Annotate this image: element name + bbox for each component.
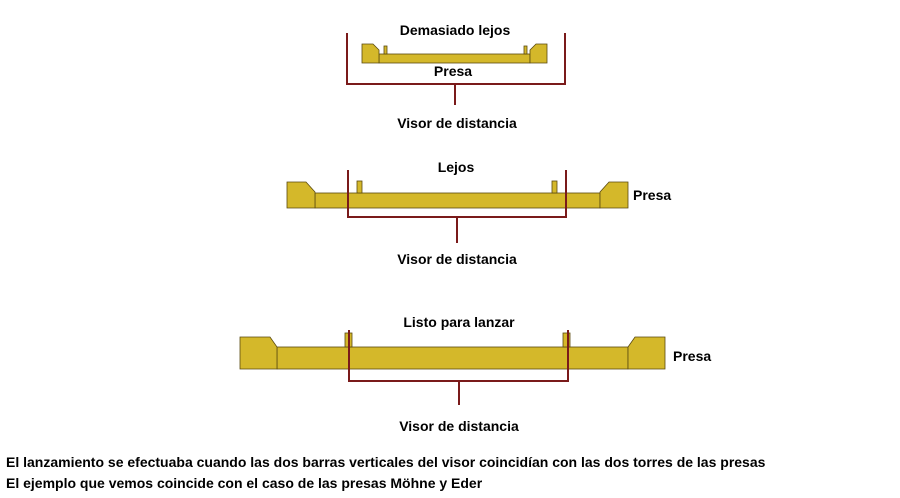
dam-label: Presa [633,187,671,203]
dam-shape [286,180,629,209]
range-sight [346,33,566,105]
range-sight [348,330,569,405]
panel-title: Listo para lanzar [403,314,515,330]
sight-label: Visor de distancia [397,115,517,131]
caption-line-2: El ejemplo que vemos coincide con el cas… [6,475,483,491]
dam-label: Presa [673,348,711,364]
panel-title: Lejos [438,159,475,175]
panel-title: Demasiado lejos [400,22,511,38]
sight-label: Visor de distancia [397,251,517,267]
panel-far: Lejos Presa Visor de distancia [286,159,671,267]
dam-shape [239,332,666,370]
dam-label: Presa [434,63,472,79]
panel-too-far: Demasiado lejos Presa Visor de distancia [346,22,566,131]
panel-ready: Listo para lanzar Presa Visor de distanc… [239,314,711,434]
sight-label: Visor de distancia [399,418,519,434]
dam-shape [361,43,548,64]
range-sight [347,170,567,243]
caption-line-1: El lanzamiento se efectuaba cuando las d… [6,454,766,470]
